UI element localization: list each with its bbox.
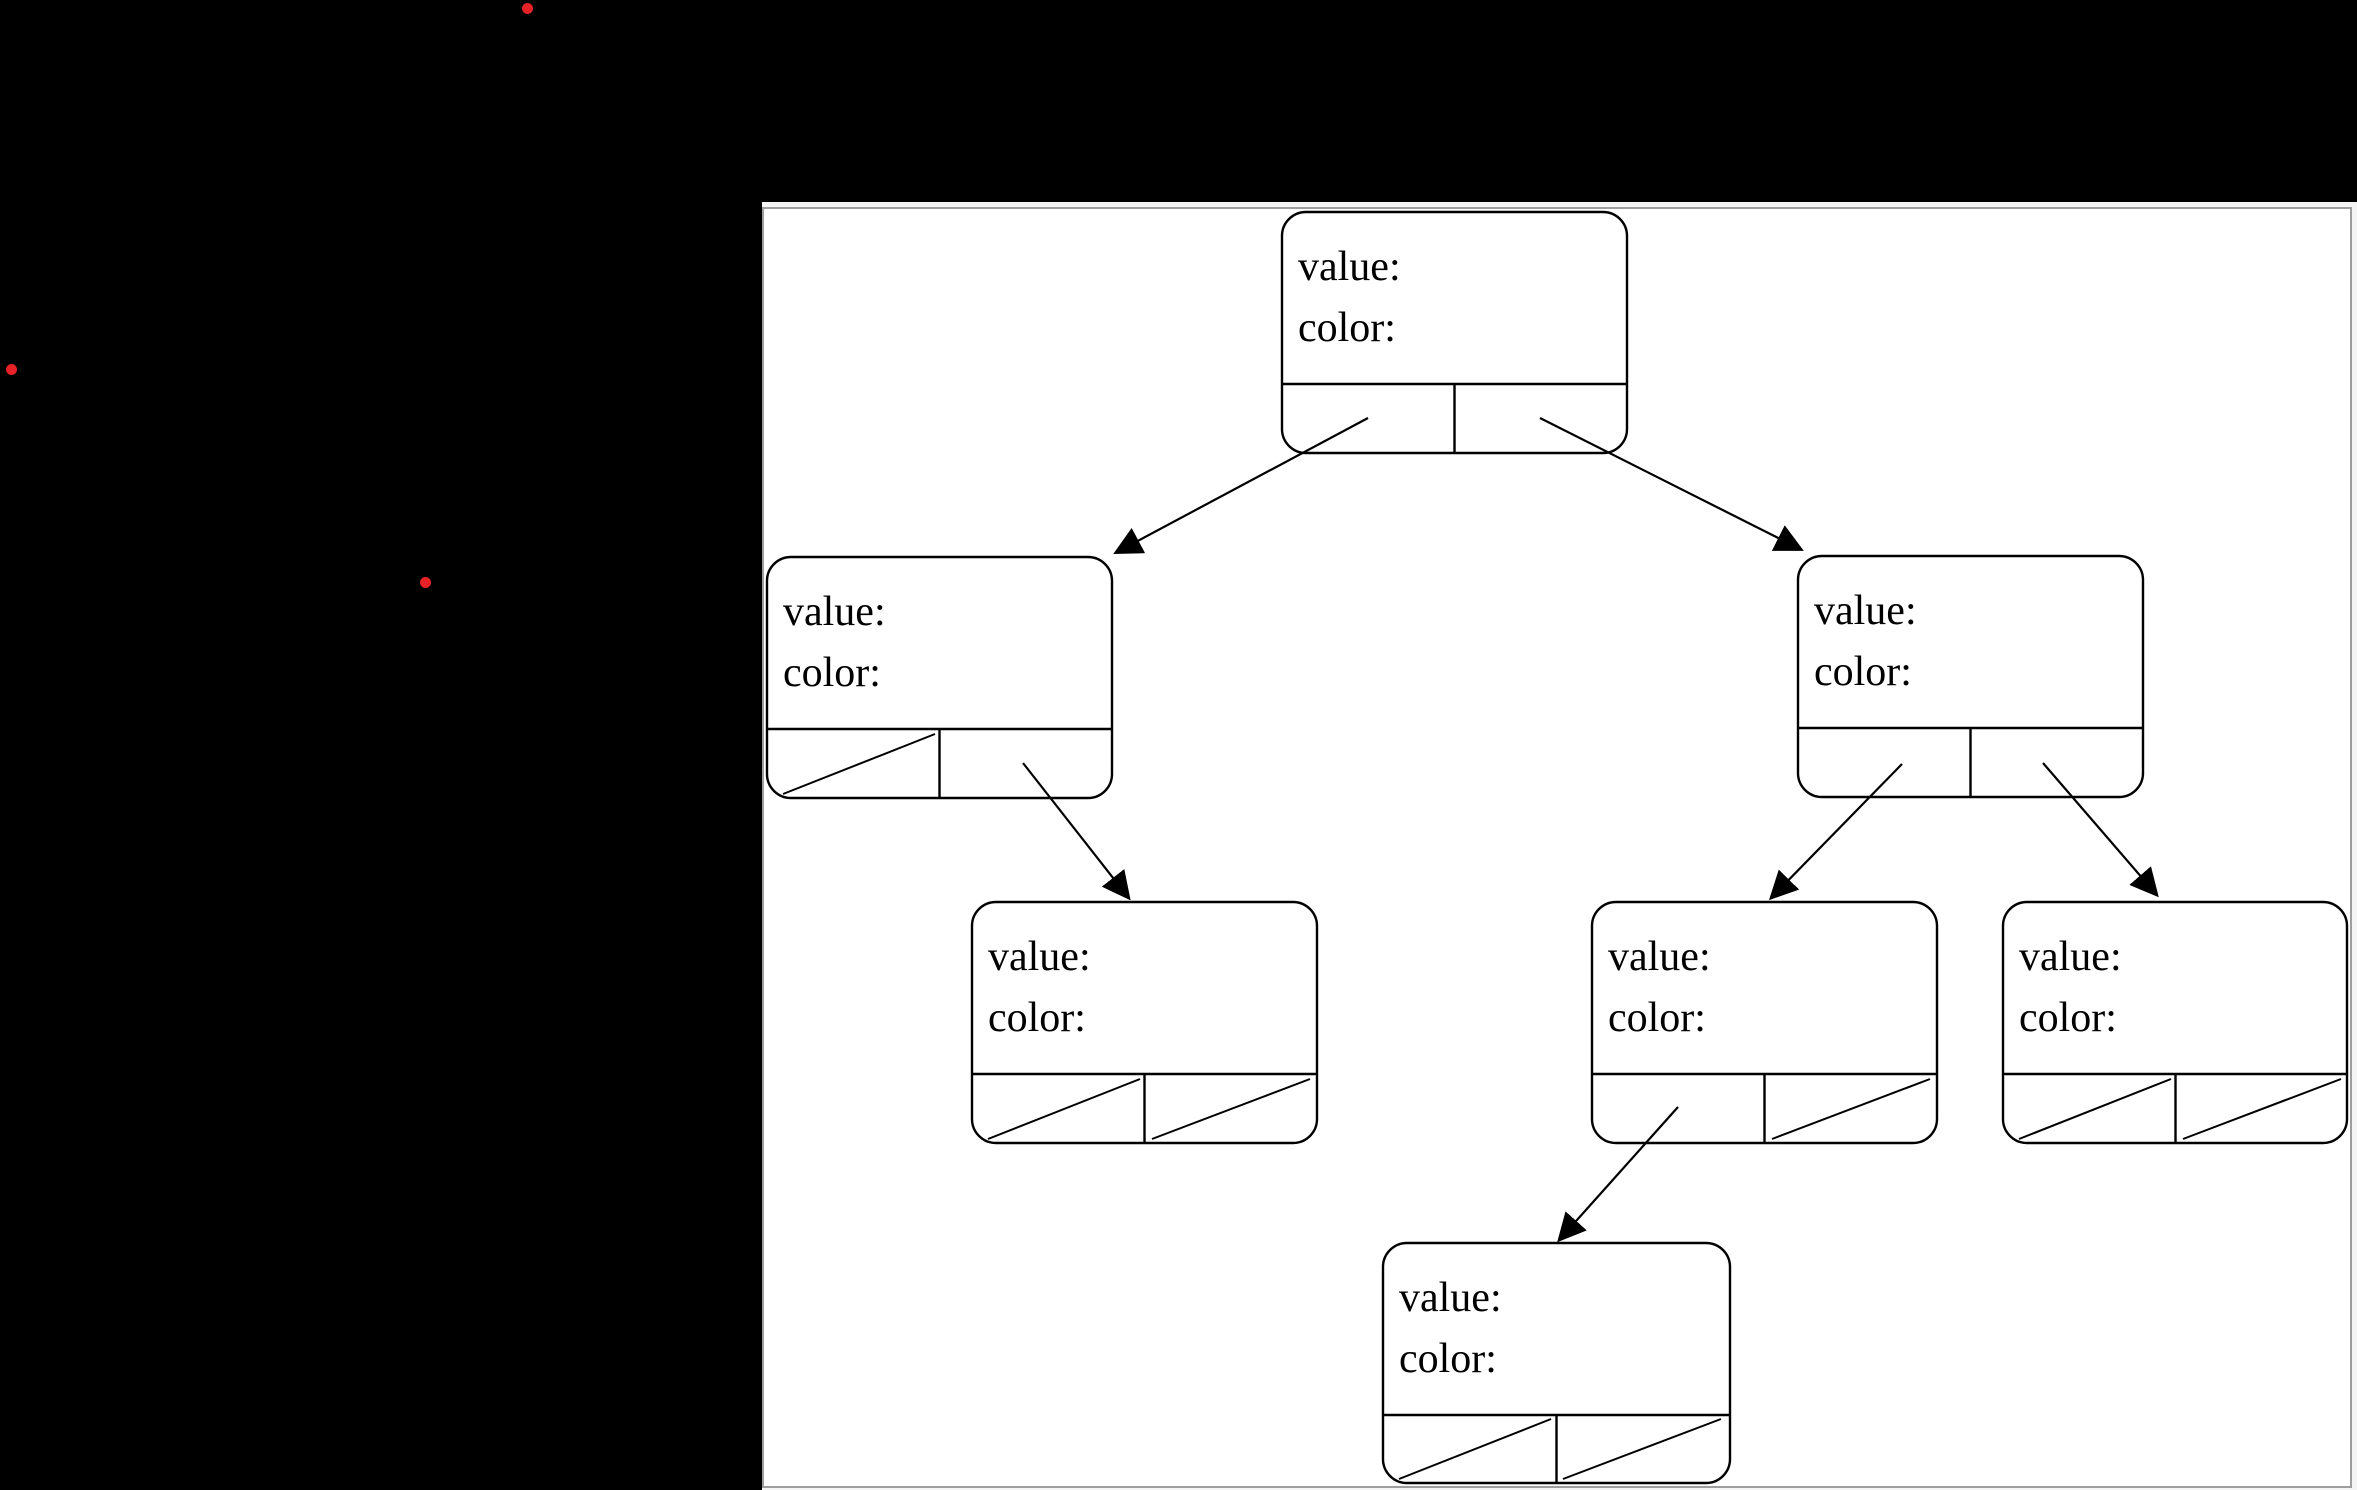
node-color-label: color: <box>988 995 1086 1041</box>
tree-edges <box>1022 417 2159 1243</box>
node-color-label: color: <box>2019 995 2117 1041</box>
node-value-label: value: <box>1608 934 1711 980</box>
null-slash-right <box>2182 1078 2342 1140</box>
node-value-label: value: <box>988 934 1091 980</box>
tree-node-left-child: value: color: <box>765 555 1114 800</box>
null-slash-right <box>1151 1078 1311 1140</box>
null-slash-left <box>987 1078 1141 1140</box>
tree-node-right-child: value: color: <box>1796 554 2145 799</box>
node-color-label: color: <box>1608 995 1706 1041</box>
edge-left-child-to-left-grandchild <box>1022 762 1131 901</box>
node-value-label: value: <box>2019 934 2122 980</box>
null-slash-right <box>1771 1078 1931 1140</box>
tree-diagram: value: color: value: color: value: color… <box>765 210 2349 1485</box>
null-slash-left <box>1398 1418 1552 1480</box>
red-dot <box>521 2 533 14</box>
edge-right-child-to-right-grandchild <box>2042 762 2159 898</box>
node-value-label: value: <box>783 589 886 635</box>
edge-right-child-to-middle-grandchild <box>1769 763 1903 901</box>
edge-middle-grandchild-to-bottom <box>1557 1106 1679 1243</box>
node-value-label: value: <box>1298 244 1401 290</box>
null-slash-left <box>2018 1078 2172 1140</box>
node-color-label: color: <box>783 650 881 696</box>
tree-node-left-grandchild: value: color: <box>970 900 1319 1145</box>
edge-root-to-left-child <box>1113 417 1369 555</box>
document-page-area: value: color: value: color: value: color… <box>762 202 2357 1490</box>
red-dot <box>5 363 17 375</box>
node-value-label: value: <box>1399 1275 1502 1321</box>
tree-node-right-grandchild: value: color: <box>2001 900 2349 1145</box>
node-color-label: color: <box>1399 1336 1497 1382</box>
tree-node-bottom: value: color: <box>1381 1241 1732 1485</box>
tree-node-root: value: color: <box>1280 210 1629 455</box>
node-color-label: color: <box>1814 649 1912 695</box>
red-dot <box>419 576 431 588</box>
null-slash-left <box>782 733 936 795</box>
tree-node-middle-grandchild: value: color: <box>1590 900 1939 1145</box>
node-value-label: value: <box>1814 588 1917 634</box>
null-slash-right <box>1562 1418 1722 1480</box>
edge-root-to-right-child <box>1539 417 1804 551</box>
node-color-label: color: <box>1298 305 1396 351</box>
